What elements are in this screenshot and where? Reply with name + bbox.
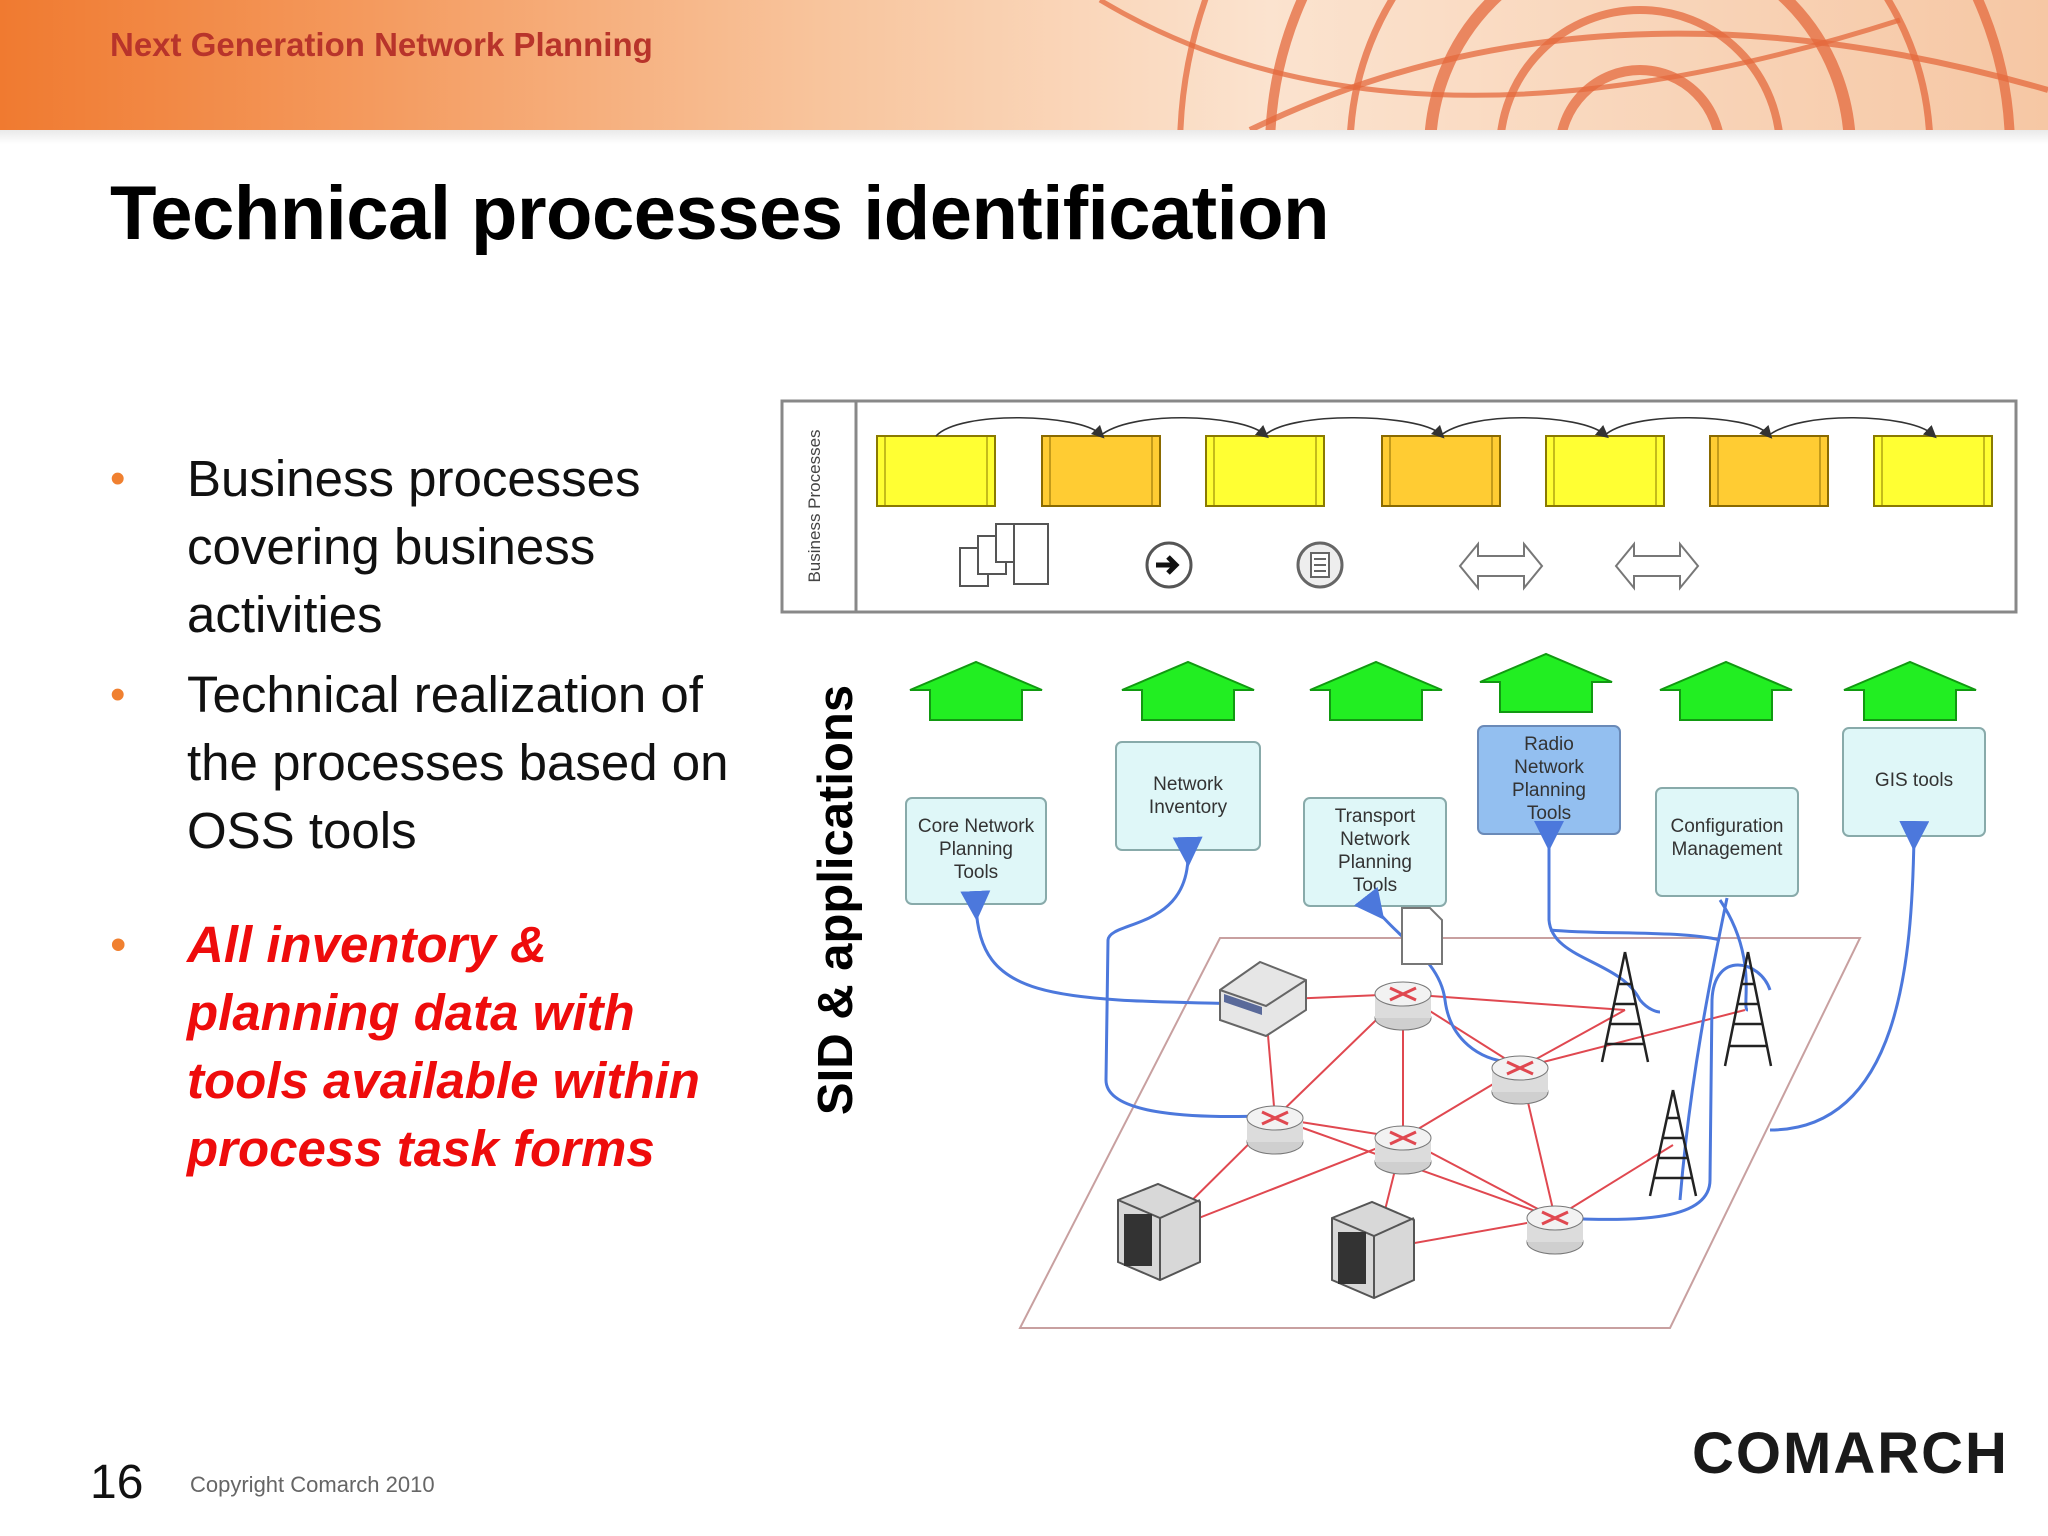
switch-icon: [1219, 960, 1307, 1038]
header-banner: Next Generation Network Planning: [0, 0, 2048, 130]
bullet-marker: •: [110, 670, 126, 719]
slide-title: Technical processes identification: [110, 171, 1330, 256]
antenna-tower-icon: [1648, 1089, 1698, 1197]
comarch-logo: COMARCH: [1692, 1421, 2009, 1486]
copyright-text: Copyright Comarch 2010: [190, 1472, 435, 1497]
tool-label-line: Tools: [1527, 803, 1571, 824]
tool-connections: [960, 820, 1930, 1221]
tool-label-line: Planning: [1512, 780, 1586, 801]
process-box: [1709, 435, 1829, 507]
business-processes-lane: Business Processes: [780, 399, 2018, 614]
bullet-marker: •: [110, 454, 126, 503]
documents-icon: [959, 523, 1049, 587]
tool-label: Core Network: [918, 816, 1035, 837]
up-arrow-icon: [1659, 660, 1793, 721]
bullet-text: Business processes covering business act…: [187, 450, 641, 643]
tool-label-line: Inventory: [1149, 797, 1228, 818]
up-arrow-icon: [1309, 660, 1443, 721]
antenna-tower-icon: [1600, 951, 1650, 1063]
green-up-arrows: [909, 652, 1977, 721]
bullet-item-business-processes: • Business processes covering business a…: [110, 445, 750, 649]
document-icon: [1401, 907, 1443, 965]
server-icon: [1117, 1182, 1201, 1282]
router-icon: [1526, 1205, 1584, 1255]
tool-label-line: Planning: [939, 839, 1013, 860]
tool-gis: GIS tools: [1842, 727, 1986, 837]
up-arrow-icon: [1843, 660, 1977, 721]
up-arrow-icon: [909, 660, 1043, 721]
router-icon: [1374, 981, 1432, 1031]
process-flow-arcs: [935, 416, 1937, 439]
process-box: [1381, 435, 1501, 507]
tool-label-line: Planning: [1338, 852, 1412, 873]
double-arrow-icon: [1458, 541, 1544, 591]
tool-label: Network: [1153, 774, 1223, 795]
tool-label-line: Tools: [954, 862, 998, 883]
tool-label-line: Network: [1340, 829, 1410, 850]
router-icon: [1246, 1105, 1304, 1155]
business-processes-label: Business Processes: [805, 429, 824, 582]
tool-label: GIS tools: [1875, 770, 1953, 791]
tool-label-line: Network: [1514, 757, 1584, 778]
double-arrow-icon: [1614, 541, 1700, 591]
up-arrow-icon: [1479, 652, 1613, 713]
antenna-tower-icon: [1723, 951, 1773, 1067]
router-icon: [1374, 1125, 1432, 1175]
bullet-text: All inventory & planning data with tools…: [187, 916, 700, 1177]
tool-label: Transport: [1335, 806, 1416, 827]
arrow-right-circle-icon: [1145, 541, 1193, 589]
bullet-item-technical-realization: • Technical realization of the processes…: [110, 661, 750, 865]
list-circle-icon: [1296, 541, 1344, 589]
tool-label-line: Tools: [1353, 875, 1397, 896]
bullet-list: • Business processes covering business a…: [110, 445, 750, 1183]
bullet-item-inventory-planning: • All inventory & planning data with too…: [110, 911, 750, 1183]
page-number: 16: [90, 1456, 144, 1509]
tool-label: Radio: [1524, 734, 1574, 755]
process-box: [876, 435, 996, 507]
header-title: Next Generation Network Planning: [110, 26, 653, 63]
process-box: [1873, 435, 1993, 507]
tool-label: Configuration: [1670, 816, 1783, 837]
sid-applications-label: SID & applications: [809, 684, 863, 1116]
header-shadow: [0, 130, 2048, 144]
process-box: [1545, 435, 1665, 507]
server-icon: [1331, 1200, 1415, 1300]
bullet-marker: •: [110, 920, 126, 969]
router-icon: [1491, 1055, 1549, 1105]
process-box: [1041, 435, 1161, 507]
bullet-text: Technical realization of the processes b…: [187, 666, 729, 859]
swirl-decoration: [1098, 0, 2048, 130]
svg-text:GIS tools: GIS tools: [1875, 770, 1953, 791]
tool-label-line: Management: [1672, 839, 1784, 860]
process-box: [1205, 435, 1325, 507]
up-arrow-icon: [1121, 660, 1255, 721]
